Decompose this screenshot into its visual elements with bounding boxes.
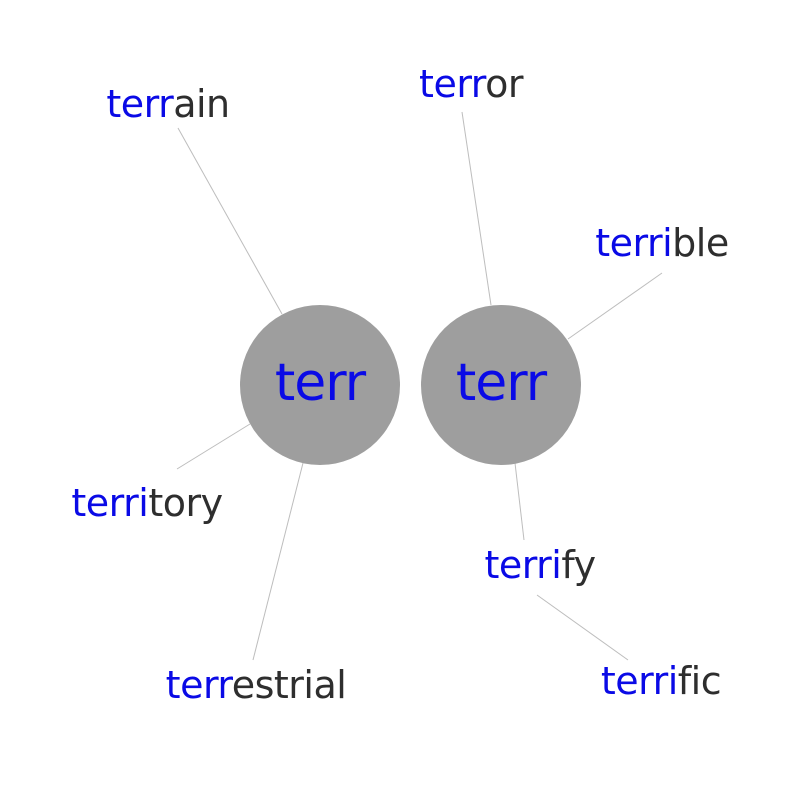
hub-node-circle[interactable] bbox=[421, 305, 581, 465]
word-prefix: terri bbox=[595, 221, 673, 265]
hub-label: terr bbox=[274, 353, 366, 413]
link-terror bbox=[461, 111, 492, 306]
word-suffix: fy bbox=[561, 543, 596, 587]
word-suffix: tory bbox=[148, 481, 223, 525]
word-prefix: terr bbox=[165, 663, 233, 707]
word-prefix: terri bbox=[484, 543, 562, 587]
word-prefix: terr bbox=[106, 82, 174, 126]
hub-label: terr bbox=[455, 353, 547, 413]
link-terrain bbox=[177, 127, 283, 315]
word-suffix: ain bbox=[173, 82, 230, 126]
word-node-terrain[interactable]: terrain bbox=[106, 82, 230, 126]
word-node-territory[interactable]: territory bbox=[71, 481, 223, 525]
link-layer bbox=[176, 111, 663, 661]
link-terrify bbox=[514, 462, 525, 541]
word-suffix: fic bbox=[677, 659, 722, 703]
word-suffix: or bbox=[485, 62, 523, 106]
link-terrible bbox=[567, 272, 663, 340]
hub-layer bbox=[240, 305, 581, 465]
link-territory bbox=[176, 423, 251, 470]
word-node-terrify[interactable]: terrify bbox=[484, 543, 596, 587]
hub-node-circle[interactable] bbox=[240, 305, 400, 465]
link-terrific bbox=[536, 594, 629, 661]
word-suffix: ble bbox=[672, 221, 729, 265]
word-node-terror[interactable]: terror bbox=[419, 62, 523, 106]
word-suffix: estrial bbox=[231, 663, 347, 707]
word-node-terrific[interactable]: terrific bbox=[600, 659, 722, 703]
link-terrestrial bbox=[252, 462, 304, 661]
word-prefix: terri bbox=[600, 659, 678, 703]
word-prefix: terri bbox=[71, 481, 149, 525]
word-node-terrestrial[interactable]: terrestrial bbox=[166, 663, 347, 707]
word-node-terrible[interactable]: terrible bbox=[595, 221, 729, 265]
word-prefix: terr bbox=[419, 62, 486, 106]
